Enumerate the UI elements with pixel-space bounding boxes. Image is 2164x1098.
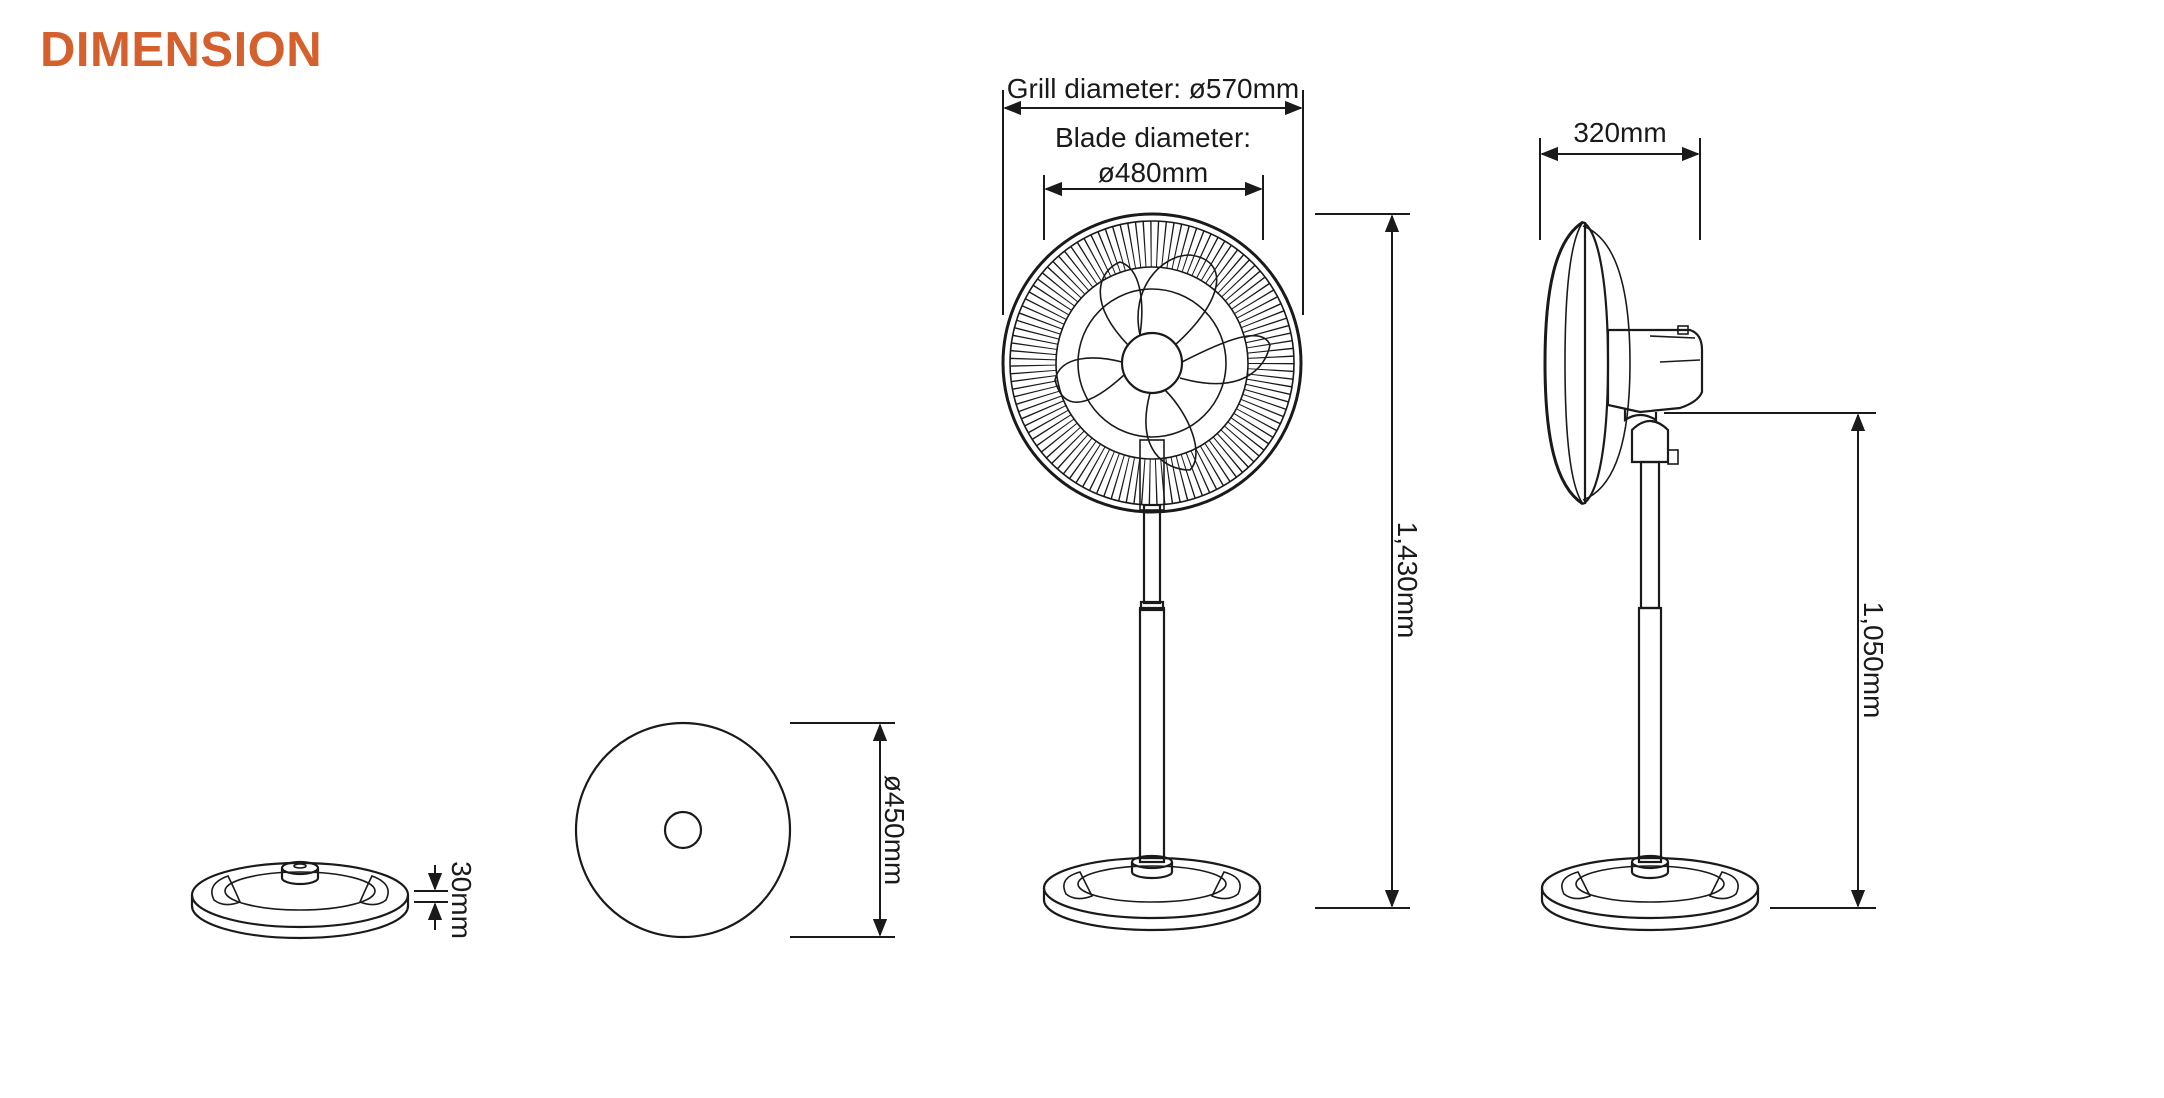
fan-front-view bbox=[1001, 212, 1303, 932]
blade-diameter-dimension: Blade diameter: ø480mm bbox=[1043, 122, 1264, 240]
page-title: DIMENSION bbox=[40, 23, 323, 77]
total-height-label: 1,430mm bbox=[1392, 522, 1423, 639]
grill-diameter-label: Grill diameter: ø570mm bbox=[1007, 73, 1300, 104]
pivot-height-dimension: 1,050mm bbox=[1664, 412, 1889, 909]
base-top-view bbox=[574, 721, 792, 939]
blade-diameter-label-line1: Blade diameter: bbox=[1055, 122, 1251, 153]
base-diameter-dimension: ø450mm bbox=[790, 722, 910, 938]
pivot-height-label: 1,050mm bbox=[1858, 602, 1889, 719]
fan-side-view bbox=[1540, 220, 1760, 932]
total-height-dimension: 1,430mm bbox=[1315, 213, 1423, 909]
depth-label: 320mm bbox=[1573, 117, 1666, 148]
base-side-view bbox=[190, 860, 410, 940]
grill-diameter-dimension: Grill diameter: ø570mm bbox=[1002, 73, 1304, 315]
base-diameter-label: ø450mm bbox=[879, 775, 910, 885]
base-thickness-dimension: 30mm bbox=[414, 861, 477, 939]
base-thickness-label: 30mm bbox=[446, 861, 477, 939]
blade-diameter-label-line2: ø480mm bbox=[1098, 157, 1208, 188]
depth-dimension: 320mm bbox=[1539, 117, 1701, 240]
